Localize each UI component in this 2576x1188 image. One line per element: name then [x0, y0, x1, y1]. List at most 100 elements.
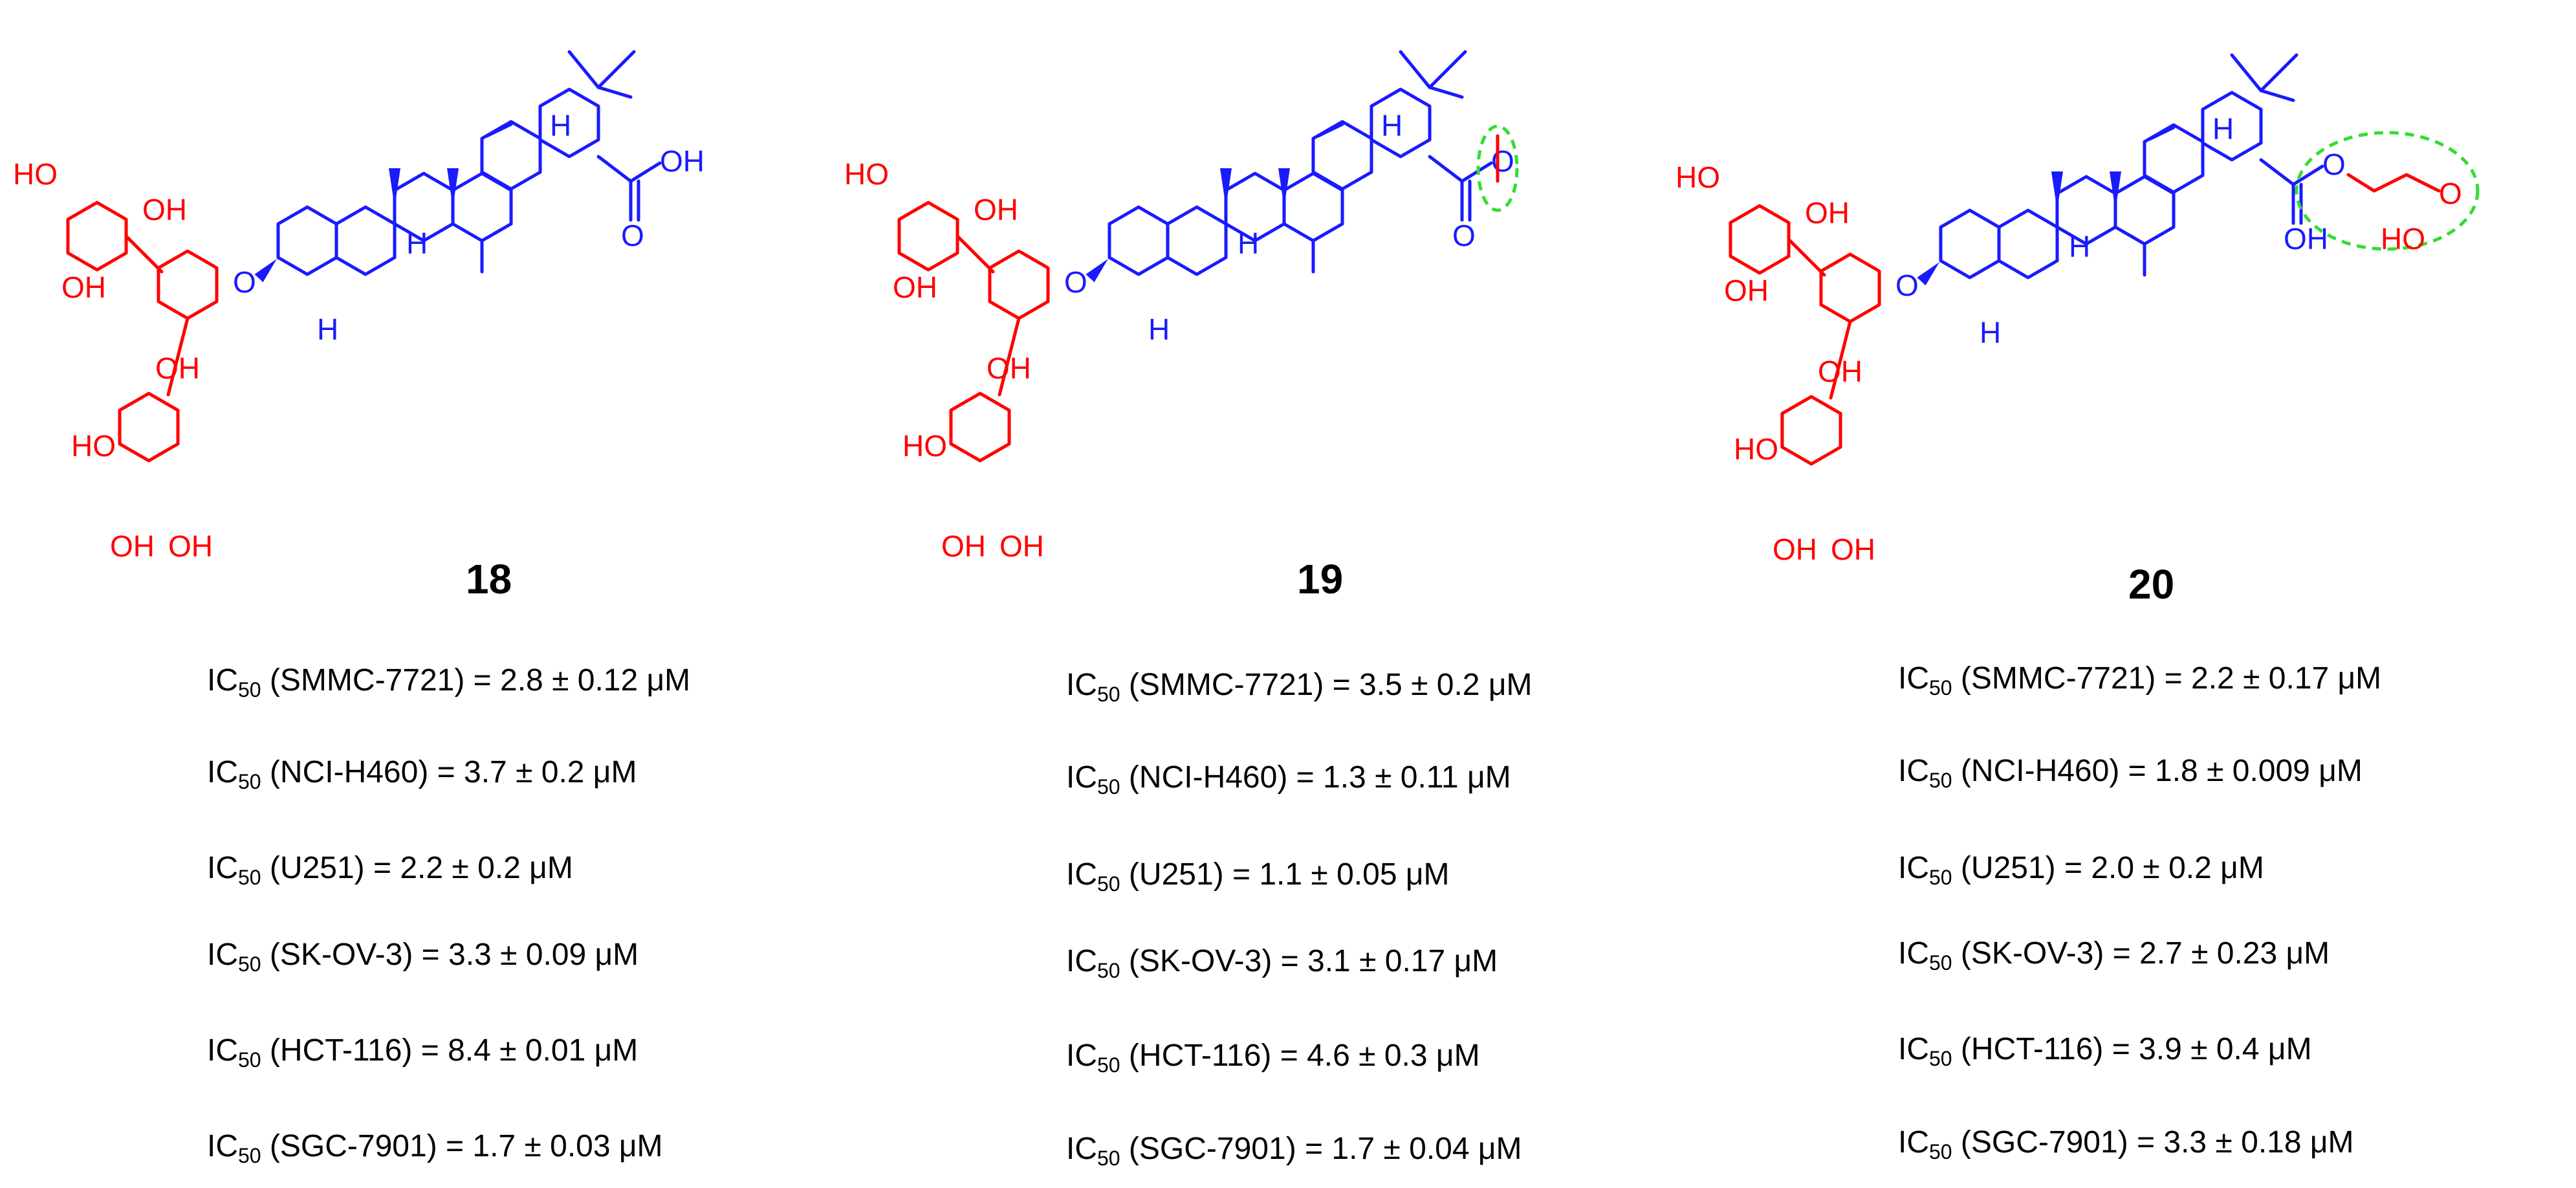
ic50-19-sgc: IC50 (SGC-7901) = 1.7 ± 0.04 μM: [1066, 1132, 1522, 1170]
aglycone-ring: [1370, 87, 1432, 159]
aglycone-ring: [2201, 91, 2263, 162]
methyl-wedge: [389, 168, 400, 207]
compound-label-18: 18: [466, 556, 512, 602]
sugar-arabinose: [1819, 252, 1881, 324]
ic50-20-smmc: IC50 (SMMC-7721) = 2.2 ± 0.17 μM: [1898, 661, 2382, 699]
sugar-oh: OH: [999, 529, 1044, 563]
sugar-ho: HO: [1675, 160, 1720, 194]
aglycone-double-bond: [1316, 122, 1344, 138]
c3-wedge: [254, 259, 277, 283]
sugar-ho: HO: [71, 429, 116, 463]
ic50-18-nci: IC50 (NCI-H460) = 3.7 ± 0.2 μM: [207, 755, 637, 793]
h-label: H: [1980, 316, 2001, 349]
aglycone-ring: [1108, 205, 1170, 276]
sugar-rhamnose: [949, 391, 1011, 463]
glycosidic-bond: [124, 234, 164, 274]
aglycone-double-bond: [485, 122, 513, 138]
carboxyl-oxygen: O: [1491, 144, 1514, 178]
h-label: H: [317, 313, 338, 346]
methyl-wedge: [2110, 171, 2121, 210]
glycoside-oxygen: O: [1064, 265, 1087, 299]
carboxyl-oxygen: O: [2322, 148, 2346, 181]
highlight-ring: [1476, 124, 1519, 212]
glycosidic-bond: [1787, 237, 1826, 277]
sugar-oh: OH: [61, 270, 106, 304]
gem-dimethyl-bond: [2259, 53, 2298, 93]
sugar-glucose: [66, 201, 128, 272]
carbonyl-oxygen: O: [1452, 219, 1476, 252]
sugar-rhamnose: [118, 391, 180, 463]
ic50-18-skov: IC50 (SK-OV-3) = 3.3 ± 0.09 μM: [207, 938, 639, 976]
aglycone-ring: [538, 87, 600, 159]
carboxyl-oxygen: OH: [660, 144, 704, 178]
carboxymethyl-bond: [2346, 173, 2441, 193]
ic50-20-sgc: IC50 (SGC-7901) = 3.3 ± 0.18 μM: [1898, 1125, 2354, 1163]
sugar-oh: OH: [1724, 274, 1769, 307]
glycoside-oxygen: O: [233, 265, 256, 299]
carbonyl-oxygen: O: [621, 219, 644, 252]
glycoside-oxygen: O: [1895, 269, 1919, 302]
sugar-ho: HO: [844, 157, 889, 191]
sugar-ho: HO: [1734, 432, 1778, 466]
ic50-20-nci: IC50 (NCI-H460) = 1.8 ± 0.009 μM: [1898, 754, 2363, 792]
ic50-20-hct: IC50 (HCT-116) = 3.9 ± 0.4 μM: [1898, 1032, 2312, 1070]
h-label: H: [1238, 226, 1259, 260]
sugar-oh: OH: [1831, 533, 1875, 566]
aglycone-ring: [1166, 205, 1228, 276]
sugar-oh: OH: [941, 529, 986, 563]
carbonyl-oxygen: OH: [2284, 222, 2328, 256]
sugar-oh: OH: [1805, 196, 1850, 230]
sugar-oh: OH: [1773, 533, 1817, 566]
ic50-19-smmc: IC50 (SMMC-7721) = 3.5 ± 0.2 μM: [1066, 668, 1533, 706]
gem-dimethyl-bond: [1428, 50, 1467, 89]
c3-wedge: [1086, 259, 1108, 283]
methyl-wedge: [2051, 171, 2063, 210]
aglycone-ring: [334, 205, 397, 276]
ic50-18-hct: IC50 (HCT-116) = 8.4 ± 0.01 μM: [207, 1033, 639, 1072]
ic50-18-smmc: IC50 (SMMC-7721) = 2.8 ± 0.12 μM: [207, 663, 691, 701]
carboxyl-ester-bond: [1460, 161, 1493, 183]
h-label: H: [1381, 109, 1403, 142]
sugar-oh: OH: [110, 529, 155, 563]
carboxymethyl-o: O: [2439, 177, 2462, 210]
sugar-ho: HO: [13, 157, 58, 191]
carboxyl-bond: [1428, 155, 1464, 183]
h-label: H: [2069, 230, 2090, 263]
aglycone-ring: [480, 120, 542, 191]
carboxyl-ester-bond: [2291, 164, 2324, 186]
methyl-wedge: [1220, 168, 1232, 207]
sugar-arabinose: [157, 249, 219, 320]
highlight-ring: [2295, 131, 2480, 251]
gem-dimethyl-bond: [596, 85, 633, 99]
sugar-rhamnose: [1780, 395, 1842, 466]
gem-dimethyl-bond: [1428, 85, 1464, 99]
gem-dimethyl-bond: [596, 50, 636, 89]
carboxyl-bond: [2259, 158, 2295, 186]
aglycone-ring: [2143, 123, 2205, 194]
glycosidic-bond: [955, 234, 995, 274]
h-label: H: [2212, 112, 2234, 146]
sugar-oh: OH: [974, 193, 1018, 226]
carboxyl-ester-bond: [629, 161, 662, 183]
glycosidic-bond: [1829, 320, 1852, 400]
gem-dimethyl-bond: [1399, 50, 1432, 89]
c3-wedge: [1917, 262, 1939, 286]
methyl-wedge: [1278, 168, 1290, 207]
sugar-arabinose: [988, 249, 1050, 320]
ic50-19-u251: IC50 (U251) = 1.1 ± 0.05 μM: [1066, 857, 1450, 896]
sugar-oh: OH: [168, 529, 213, 563]
ic50-20-u251: IC50 (U251) = 2.0 ± 0.2 μM: [1898, 851, 2264, 889]
ic50-18-sgc: IC50 (SGC-7901) = 1.7 ± 0.03 μM: [207, 1129, 663, 1167]
ic50-18-u251: IC50 (U251) = 2.2 ± 0.2 μM: [207, 851, 573, 889]
ic50-19-nci: IC50 (NCI-H460) = 1.3 ± 0.11 μM: [1066, 760, 1511, 798]
compound-label-20: 20: [2128, 561, 2175, 608]
ic50-20-skov: IC50 (SK-OV-3) = 2.7 ± 0.23 μM: [1898, 936, 2330, 974]
sugar-oh: OH: [893, 270, 937, 304]
compound-label-19: 19: [1297, 556, 1344, 602]
aglycone-double-bond: [2148, 126, 2176, 141]
glycosidic-bond: [166, 316, 190, 397]
